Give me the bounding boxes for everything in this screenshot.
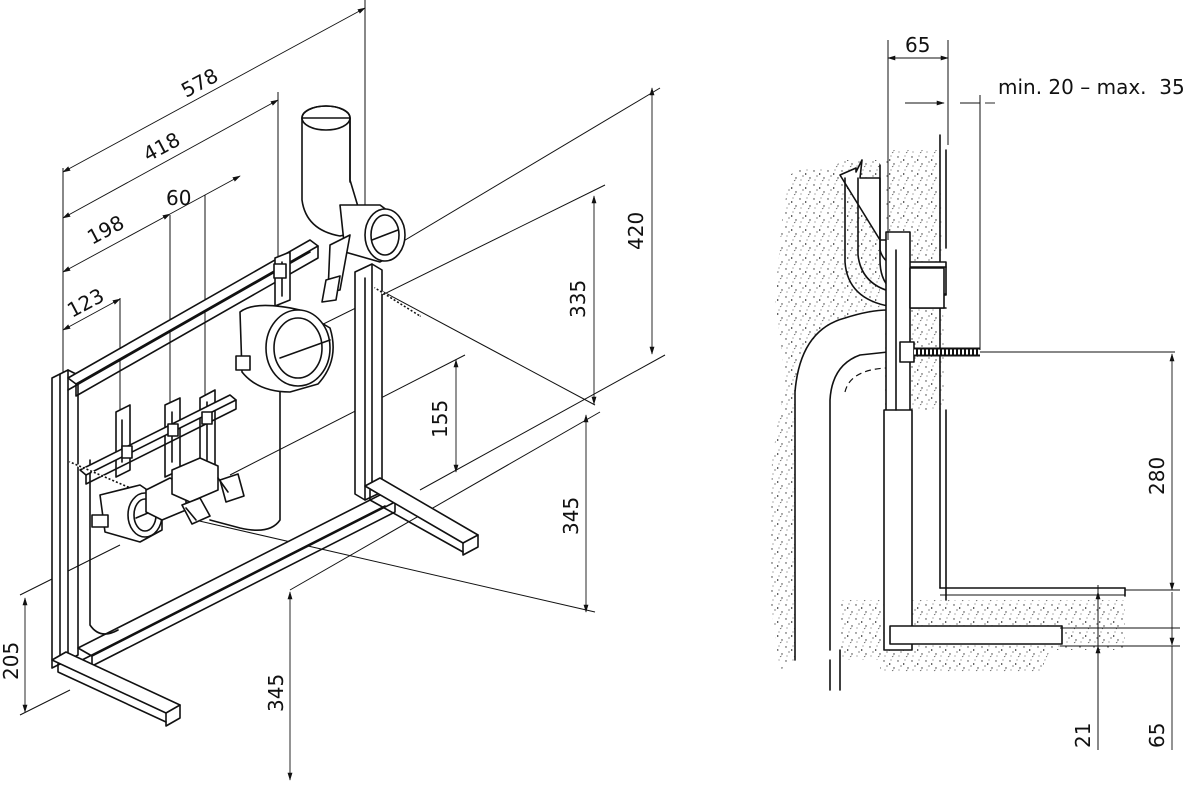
water-valves-middle — [145, 457, 245, 525]
section-anchor-rod — [899, 341, 1175, 363]
drain-ring-center — [235, 304, 334, 393]
iso-dimension-lines — [22, 7, 655, 781]
frame-left-upright — [51, 369, 79, 669]
threaded-rod-left — [69, 460, 136, 492]
dim-123: 123 — [63, 283, 108, 322]
dim-345-right: 345 — [559, 497, 583, 535]
section-dim-65-bottom-label: 65 — [1145, 723, 1169, 748]
section-dim-21-label: 21 — [1071, 723, 1095, 748]
dim-155: 155 — [428, 400, 452, 438]
dim-420: 420 — [624, 212, 648, 250]
foot-left — [51, 651, 181, 727]
section-view: 65 min. 20 – max. 35 280 21 65 — [770, 33, 1185, 750]
isometric-view: 578 418 198 60 123 420 335 155 345 205 3… — [0, 0, 666, 781]
section-dim-bottom — [1060, 585, 1180, 750]
rail-bolts — [121, 263, 287, 459]
section-dim-280-label: 280 — [1145, 457, 1169, 495]
drain-pipe-back — [89, 379, 281, 635]
threaded-rod-right — [374, 286, 421, 318]
wall-left-mass — [770, 160, 880, 670]
section-dim-range-label: min. 20 – max. 35 — [998, 75, 1185, 99]
dim-345-bottom: 345 — [264, 674, 288, 712]
dim-335: 335 — [566, 280, 590, 318]
section-dim-65-top — [887, 40, 949, 240]
dim-578: 578 — [177, 63, 222, 102]
middle-rail — [79, 394, 237, 485]
frame-bottom-rail — [77, 493, 396, 667]
section-dim-280 — [1125, 353, 1180, 591]
dim-205: 205 — [0, 642, 23, 680]
frame-top-rail — [67, 239, 319, 397]
dim-198: 198 — [83, 210, 128, 249]
wall-outlines — [939, 134, 1126, 601]
elbow-fitting-ring — [321, 204, 406, 303]
section-dim-65-top-label: 65 — [905, 33, 930, 57]
dim-418: 418 — [139, 127, 184, 166]
dim-60: 60 — [166, 186, 191, 210]
section-frame — [883, 231, 1063, 651]
section-dim-range — [905, 95, 995, 350]
frame-right-upright — [354, 263, 383, 501]
foot-right — [364, 477, 479, 556]
